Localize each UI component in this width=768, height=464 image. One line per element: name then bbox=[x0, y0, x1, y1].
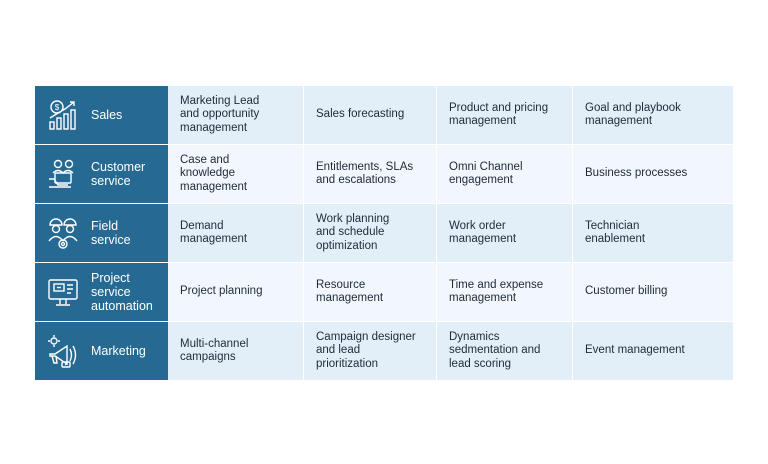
category-label: Customer service bbox=[91, 160, 146, 188]
project-automation-icon bbox=[45, 274, 81, 310]
table-cell: Omni Channel engagement bbox=[437, 145, 573, 204]
table-cell: Event management bbox=[573, 322, 734, 381]
table-cell: Goal and playbook management bbox=[573, 86, 734, 145]
category-label: Sales bbox=[91, 108, 123, 122]
category-sales: $ Sales bbox=[35, 86, 168, 145]
category-customer-service: Customer service bbox=[35, 145, 168, 204]
table-cell: Marketing Lead and opportunity managemen… bbox=[168, 86, 304, 145]
category-field-service: Field service bbox=[35, 204, 168, 263]
category-marketing: Marketing bbox=[35, 322, 168, 381]
field-service-icon bbox=[45, 215, 81, 251]
table-cell: Customer billing bbox=[573, 263, 734, 322]
category-label: Field service bbox=[91, 219, 131, 247]
table-cell: Sales forecasting bbox=[304, 86, 437, 145]
capabilities-table: $ Sales Marketing Lead and opportunity m… bbox=[35, 86, 734, 381]
table-cell: Product and pricing management bbox=[437, 86, 573, 145]
category-label: Marketing bbox=[91, 344, 146, 358]
table-cell: Technician enablement bbox=[573, 204, 734, 263]
table-cell: Project planning bbox=[168, 263, 304, 322]
marketing-megaphone-icon bbox=[45, 333, 81, 369]
table-cell: Campaign designer and lead prioritizatio… bbox=[304, 322, 437, 381]
table-cell: Entitlements, SLAs and escalations bbox=[304, 145, 437, 204]
svg-text:$: $ bbox=[55, 103, 60, 112]
table-cell: Time and expense management bbox=[437, 263, 573, 322]
table-cell: Dynamics sedmentation and lead scoring bbox=[437, 322, 573, 381]
table-cell: Demand management bbox=[168, 204, 304, 263]
category-project-service-automation: Project service automation bbox=[35, 263, 168, 322]
table-cell: Work order management bbox=[437, 204, 573, 263]
table-cell: Resource management bbox=[304, 263, 437, 322]
table-cell: Multi-channel campaigns bbox=[168, 322, 304, 381]
sales-chart-icon: $ bbox=[45, 97, 81, 133]
customer-service-icon bbox=[45, 156, 81, 192]
table-cell: Work planning and schedule optimization bbox=[304, 204, 437, 263]
category-label: Project service automation bbox=[91, 271, 153, 313]
table-cell: Case and knowledge management bbox=[168, 145, 304, 204]
table-cell: Business processes bbox=[573, 145, 734, 204]
